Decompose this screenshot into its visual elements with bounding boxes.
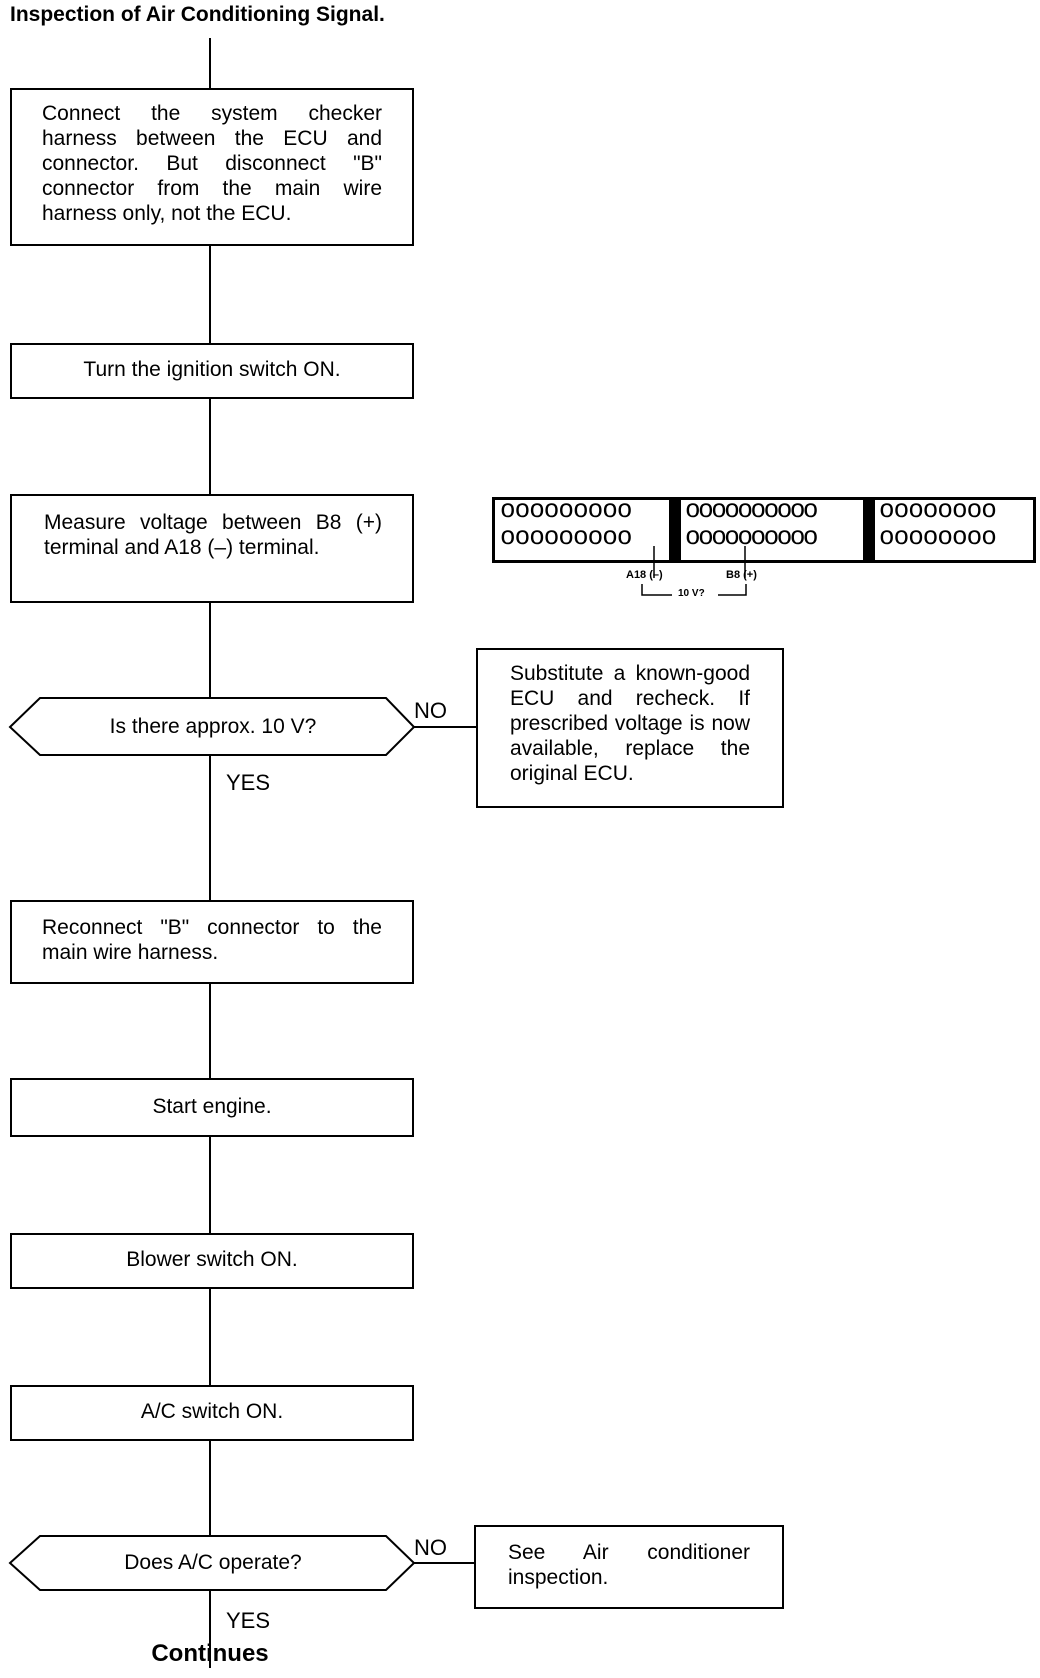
decision-ac-no-label: NO [414, 1535, 447, 1560]
connector-divider-left [669, 497, 681, 563]
step-connect-harness-text: Connect the system checker harness betwe… [42, 102, 382, 225]
terminal-b8-label: B8 (+) [726, 569, 757, 581]
connector-c-row1: oooooooo [879, 495, 997, 525]
outcome-see-ac-inspection-text: See Air conditioner inspection. [508, 1541, 750, 1589]
decision-ac-text: Does A/C operate? [124, 1551, 302, 1574]
step-measure-voltage-text: Measure voltage between B8 (+) terminal … [44, 511, 382, 559]
step-blower-on [10, 1233, 414, 1289]
decision-ac-shape [8, 1535, 416, 1591]
step-reconnect-b [10, 900, 414, 984]
connector-divider-right [863, 497, 875, 563]
decision-voltage-no-label: NO [414, 698, 447, 723]
voltage-note-label: 10 V? [678, 588, 705, 599]
step-blower-on-text: Blower switch ON. [126, 1248, 298, 1271]
step-reconnect-b-text: Reconnect "B" connector to the main wire… [42, 916, 382, 964]
connector-c-row2: oooooooo [879, 522, 997, 552]
outcome-substitute-ecu-text: Substitute a known-good ECU and recheck.… [510, 662, 750, 785]
step-start-engine-text: Start engine. [152, 1095, 272, 1118]
step-ac-on-text: A/C switch ON. [140, 1400, 284, 1423]
connector-b-row1: oooooooooo [685, 495, 819, 525]
connector-b-row2: oooooooooo [685, 522, 819, 552]
connector-block-c-pins: oooooooo oooooooo [879, 495, 997, 552]
diagram-title: Inspection of Air Conditioning Signal. [10, 3, 385, 26]
outcome-see-ac-inspection [474, 1525, 784, 1609]
ecu-connector-diagram: ooooooooo ooooooooo oooooooooo ooooooooo… [492, 497, 1036, 563]
step-measure-voltage [10, 494, 414, 603]
decision-ac-yes-label: YES [226, 1608, 271, 1633]
decision-voltage-yes-label: YES [226, 770, 271, 795]
decision-voltage-shape [8, 697, 416, 756]
step-ignition-on-text: Turn the ignition switch ON. [83, 358, 341, 381]
connector-a-row1: ooooooooo [500, 495, 632, 525]
terminal-a18-label: A18 (–) [626, 569, 663, 581]
step-start-engine [10, 1078, 414, 1137]
connector-block-a-pins: ooooooooo ooooooooo [500, 495, 632, 552]
outcome-substitute-ecu [476, 648, 784, 808]
connector-block-b-pins: oooooooooo oooooooooo [685, 495, 819, 552]
step-ac-on [10, 1385, 414, 1441]
step-connect-harness [10, 88, 414, 246]
connector-a-row2: ooooooooo [500, 522, 632, 552]
step-ignition-on [10, 343, 414, 399]
continues-label: Continues [151, 1640, 269, 1667]
decision-voltage-text: Is there approx. 10 V? [109, 715, 317, 738]
connector-body [492, 497, 1036, 563]
